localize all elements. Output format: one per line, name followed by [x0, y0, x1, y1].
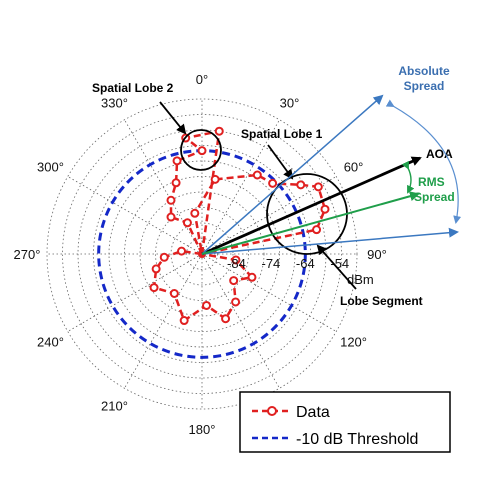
- radial-tick-label: -64: [296, 256, 315, 271]
- grid-ring: [186, 238, 218, 270]
- angle-tick-label: 210°: [101, 399, 128, 414]
- data-point: [202, 300, 212, 310]
- data-series-group: [149, 126, 330, 326]
- data-point: [197, 146, 207, 156]
- spatial-lobe-2-circle: [180, 129, 222, 171]
- radial-tick-label: -54: [330, 256, 349, 271]
- data-point: [166, 212, 176, 222]
- data-point: [172, 156, 182, 166]
- absolute-spread-label-2: Spread: [404, 79, 445, 93]
- absolute-spread-lower-line: [201, 227, 459, 255]
- absolute-spread-arc: [385, 99, 462, 224]
- data-point: [312, 225, 322, 235]
- angle-tick-label: 150°: [276, 399, 303, 414]
- data-point: [182, 218, 192, 228]
- angle-tick-label: 180°: [189, 422, 216, 437]
- spatial-lobe-2-arrow: [159, 101, 187, 135]
- grid-ring: [139, 191, 265, 317]
- data-point: [247, 272, 257, 282]
- grid-spoke: [67, 176, 203, 255]
- data-point: [190, 208, 200, 218]
- grid-ring: [46, 98, 358, 410]
- data-point: [231, 297, 241, 307]
- lobe-segment-label: Lobe Segment: [340, 294, 423, 308]
- spatial-lobe-1-arrow: [267, 144, 294, 180]
- data-point: [214, 126, 224, 136]
- grid-spoke: [201, 253, 280, 389]
- angle-tick-label: 240°: [37, 335, 64, 350]
- data-point: [231, 255, 241, 265]
- absolute-spread-label-1: Absolute: [398, 64, 450, 78]
- spatial-lobe-1-label: Spatial Lobe 1: [241, 127, 323, 141]
- grid-spoke: [201, 253, 337, 332]
- radial-tick-label: -84: [227, 256, 246, 271]
- data-point: [171, 178, 181, 188]
- data-point: [268, 178, 278, 188]
- rms-spread-label-1: RMS: [418, 175, 445, 189]
- grid-spoke: [201, 176, 337, 255]
- angle-tick-label: 90°: [367, 247, 387, 262]
- data-point: [166, 195, 176, 205]
- data-point: [159, 252, 169, 262]
- data-point: [296, 180, 306, 190]
- radial-tick-label: -74: [261, 256, 280, 271]
- data-series-line: [152, 129, 327, 323]
- grid-spoke: [67, 253, 203, 332]
- data-point: [179, 316, 189, 326]
- lobe-segment-arrow: [316, 244, 357, 290]
- grid-spoke: [124, 253, 203, 389]
- spatial-lobe-2-label: Spatial Lobe 2: [92, 81, 174, 95]
- aoa-arrow: [201, 156, 422, 256]
- data-point: [221, 314, 231, 324]
- aoa-label: AOA: [426, 147, 453, 161]
- angle-tick-label: 60°: [344, 160, 364, 175]
- grid-ring: [155, 207, 249, 301]
- data-point: [177, 246, 187, 256]
- data-point: [313, 182, 323, 192]
- data-point: [151, 264, 161, 274]
- data-point: [252, 170, 262, 180]
- grid-spoke: [201, 119, 280, 255]
- grid-spoke: [124, 119, 203, 255]
- radial-unit-label: dBm: [347, 272, 374, 287]
- data-point: [169, 289, 179, 299]
- angle-tick-label: 30°: [280, 95, 300, 110]
- data-point: [229, 276, 239, 286]
- absolute-spread-upper-line: [201, 94, 384, 255]
- angle-tick-label: 120°: [340, 335, 367, 350]
- data-point: [210, 174, 220, 184]
- angle-tick-label: 300°: [37, 160, 64, 175]
- angle-tick-label: 270°: [14, 247, 41, 262]
- rms-spread-arc: [401, 160, 415, 194]
- angle-tick-label: 330°: [101, 95, 128, 110]
- grid-ring: [170, 222, 234, 286]
- rms-spread-label-2: Spread: [414, 190, 455, 204]
- data-point: [149, 283, 159, 293]
- data-point: [320, 204, 330, 214]
- rms-spread-line: [201, 191, 420, 255]
- angle-tick-label: 0°: [196, 72, 208, 87]
- grid-ring: [62, 114, 342, 394]
